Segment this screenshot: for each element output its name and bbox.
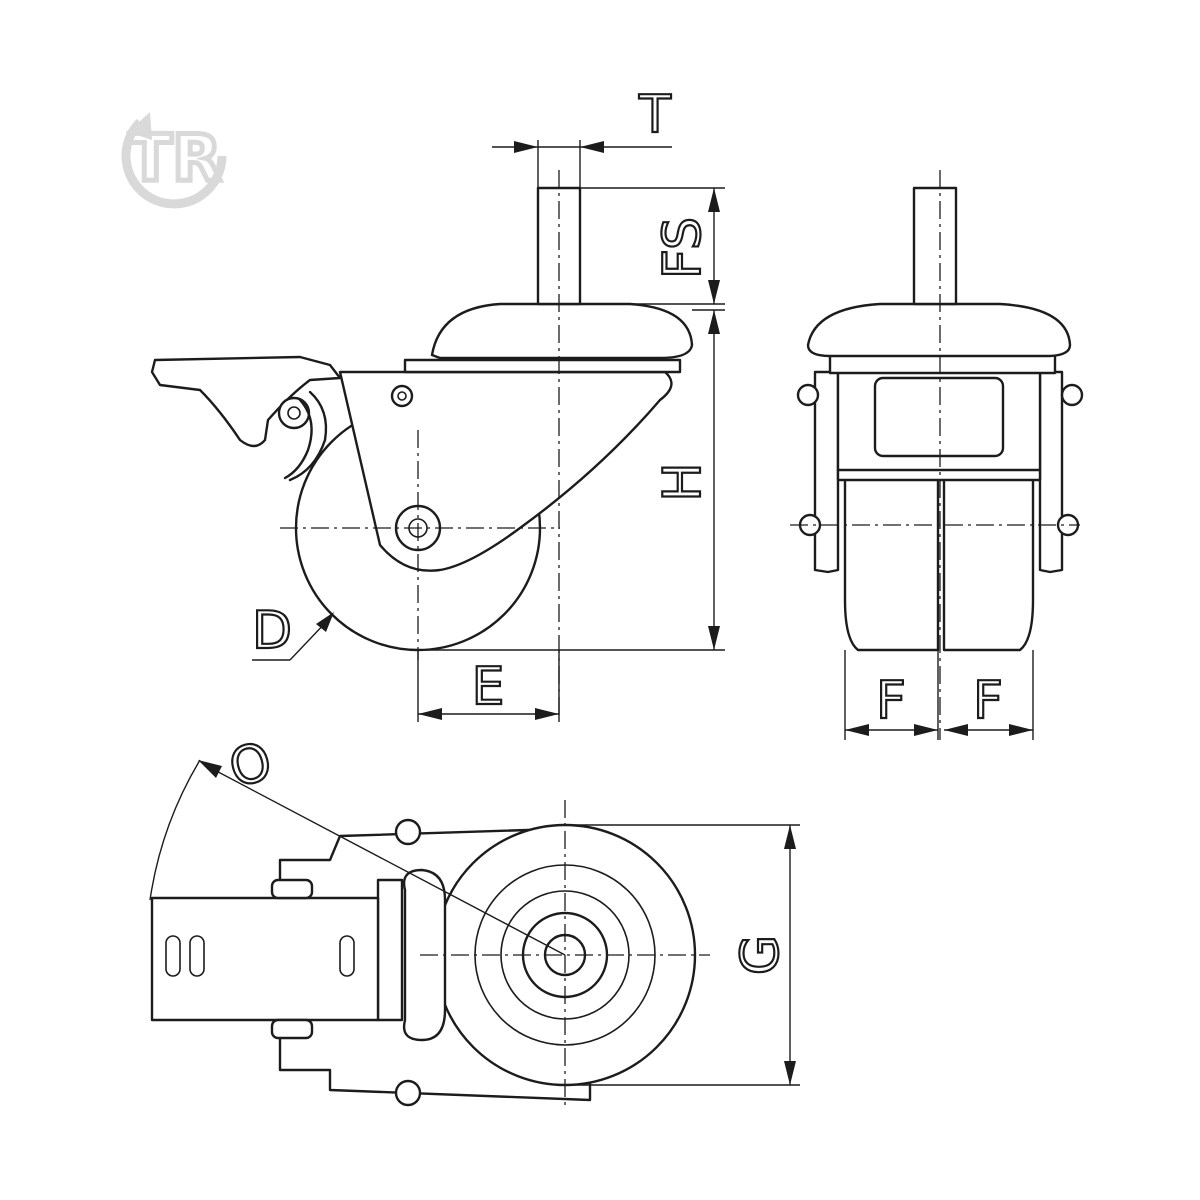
dim-t-arrow-left (514, 141, 538, 153)
front-dome (806, 302, 1072, 358)
dim-f-left-arrow-l (845, 724, 869, 736)
side-lever-pivot-hole (287, 406, 301, 420)
front-stem (912, 186, 958, 306)
brand-logo: TR (121, 112, 227, 209)
side-lever-pivot (277, 396, 311, 430)
dim-fs-arrow-bottom (708, 280, 720, 304)
front-fork-right (1038, 370, 1064, 574)
dim-f-right-arrow-r (1009, 724, 1033, 736)
logo-ring (121, 118, 227, 209)
dim-o-line (204, 764, 566, 956)
side-rivet-hole (397, 391, 407, 401)
side-brake-spring-2 (283, 398, 313, 480)
dim-o-arrow (198, 760, 222, 778)
dim-f-left-arrow-r (914, 724, 938, 736)
side-brake-lever (150, 355, 342, 448)
front-fork-left (813, 370, 840, 574)
top-pedal-slot-1 (165, 935, 181, 977)
front-plate (828, 353, 1057, 375)
dim-d-arrow (316, 612, 334, 632)
logo-arrow (128, 112, 152, 140)
front-wheel-right (942, 468, 1035, 652)
side-dome (430, 302, 694, 360)
dim-g-arrow-bottom (784, 1061, 796, 1085)
label-fs: FS (653, 217, 713, 279)
top-lever-hinge (376, 878, 404, 1022)
side-view: T FS H D E (150, 84, 725, 722)
front-nub-top-left (796, 383, 820, 407)
front-brake-pad (873, 376, 1005, 458)
top-bracket-nub-bottom (394, 1079, 422, 1107)
side-rivet (390, 384, 414, 408)
dim-e-arrow-right (535, 708, 559, 720)
side-brake-spring (288, 390, 328, 482)
top-pedal-tab-top (270, 878, 314, 900)
label-d: D (252, 601, 292, 661)
label-t: T (638, 85, 671, 145)
dim-e-arrow-left (418, 708, 442, 720)
front-view: F F (790, 170, 1084, 740)
top-brake-pedal (150, 896, 380, 1022)
dim-t-arrow-right (580, 141, 604, 153)
side-plate (403, 358, 682, 374)
label-f-right: F (973, 671, 1003, 731)
dim-h-arrow-top (708, 310, 720, 334)
label-f-left: F (876, 671, 906, 731)
top-pedal-slot-2 (189, 935, 205, 977)
front-wheel-left (843, 468, 940, 652)
dim-f-right-arrow-l (944, 724, 968, 736)
dim-o-arc (149, 759, 201, 901)
top-pedal-slot-3 (339, 935, 355, 977)
label-g: G (731, 935, 791, 975)
top-view: O G (149, 730, 800, 1110)
label-e: E (472, 657, 505, 717)
front-nub-top-right (1060, 383, 1084, 407)
label-o: O (223, 731, 278, 800)
logo-text: TR (129, 122, 222, 196)
top-pedal-tab-bottom (270, 1018, 314, 1040)
top-bracket-nub-top (394, 818, 422, 846)
dim-g-arrow-top (784, 825, 796, 849)
dim-h-arrow-bottom (708, 626, 720, 650)
dim-fs-arrow-top (708, 188, 720, 212)
label-h: H (653, 462, 713, 501)
